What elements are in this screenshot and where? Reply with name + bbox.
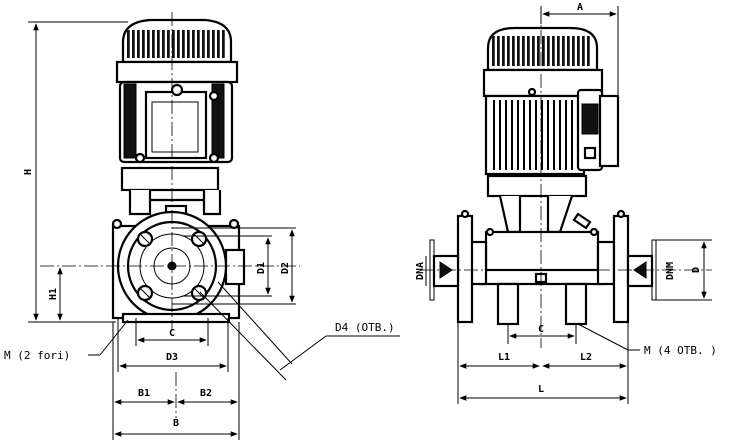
- label-M-front: M (2 fori): [4, 349, 70, 362]
- cowl-fin: [497, 36, 500, 66]
- dim-H1: H1: [48, 267, 63, 321]
- cowl-fin: [222, 30, 225, 58]
- label-B: B: [173, 418, 179, 429]
- label-B1: B1: [138, 388, 150, 399]
- cowl-fin: [552, 36, 555, 66]
- dim-L: L1 L2 L: [457, 322, 629, 404]
- cowl-fin: [172, 30, 175, 58]
- leader-M-front: M (2 fori): [4, 319, 129, 362]
- cowl-fin: [202, 30, 205, 58]
- cowl-fin: [127, 30, 130, 58]
- cowl-fin: [167, 30, 170, 58]
- label-L1: L1: [498, 352, 510, 363]
- cowl-fin: [217, 30, 220, 58]
- cowl-fin: [177, 30, 180, 58]
- label-D1: D1: [256, 262, 267, 274]
- cowl-fin: [522, 36, 525, 66]
- label-H: H: [23, 169, 34, 175]
- side-lantern: [486, 174, 592, 234]
- label-C-side: C: [538, 324, 544, 335]
- front-lantern: [120, 166, 222, 216]
- label-D: D: [691, 267, 702, 273]
- cowl-fin: [192, 30, 195, 58]
- label-L: L: [538, 384, 544, 395]
- cowl-fin: [212, 30, 215, 58]
- cowl-fin: [537, 36, 540, 66]
- cowl-fin: [507, 36, 510, 66]
- cowl-fin: [542, 36, 545, 66]
- label-DNM: DNM: [665, 262, 676, 280]
- front-motor-fan-cowl: [121, 18, 233, 64]
- label-L2: L2: [580, 352, 592, 363]
- cowl-fin: [197, 30, 200, 58]
- label-D2: D2: [280, 262, 291, 274]
- cowl-fin: [492, 36, 495, 66]
- cowl-fin: [137, 30, 140, 58]
- cowl-fin: [532, 36, 535, 66]
- label-C-front: C: [169, 328, 175, 339]
- cowl-fin: [582, 36, 585, 66]
- cowl-fin: [162, 30, 165, 58]
- dim-DNA: DNA: [415, 256, 427, 286]
- cowl-fin: [152, 30, 155, 58]
- cowl-fin: [557, 36, 560, 66]
- cowl-fin: [502, 36, 505, 66]
- cowl-fin: [142, 30, 145, 58]
- cowl-fin: [527, 36, 530, 66]
- cowl-fin: [577, 36, 580, 66]
- cowl-fin: [587, 36, 590, 66]
- cowl-fin: [157, 30, 160, 58]
- dim-A: A: [540, 2, 619, 96]
- label-A: A: [577, 2, 583, 13]
- label-H1: H1: [48, 288, 59, 300]
- leader-M-side: M (4 OTB. ): [577, 323, 717, 357]
- side-pump-casing: [429, 209, 657, 326]
- front-motor-body: [115, 60, 239, 164]
- dim-C-front: C: [135, 318, 209, 346]
- side-view: A DNA DNM D C L1 L2: [415, 2, 717, 404]
- dim-D1-D2: D1 D2: [172, 227, 296, 305]
- cowl-fin: [187, 30, 190, 58]
- front-view: H H1 D1 D2 C D3: [4, 12, 400, 440]
- cowl-fin: [517, 36, 520, 66]
- leader-D4: D4 (OTB.): [199, 281, 400, 381]
- cowl-fin: [147, 30, 150, 58]
- label-M-side: M (4 OTB. ): [644, 344, 717, 357]
- side-motor-fan-cowl: [486, 26, 599, 72]
- cowl-fin: [572, 36, 575, 66]
- label-DNA: DNA: [415, 262, 426, 280]
- label-D4: D4 (OTB.): [335, 321, 395, 334]
- cowl-fin: [182, 30, 185, 58]
- cowl-fin: [512, 36, 515, 66]
- cowl-fin: [547, 36, 550, 66]
- label-B2: B2: [200, 388, 212, 399]
- side-motor-body: [482, 68, 620, 176]
- dim-C-side: C: [507, 324, 577, 344]
- cowl-fin: [132, 30, 135, 58]
- cowl-fin: [207, 30, 210, 58]
- dim-B: B1 B2 B: [112, 322, 240, 440]
- dim-DNM-D: DNM D: [656, 239, 712, 301]
- cowl-fin: [567, 36, 570, 66]
- label-D3: D3: [166, 352, 178, 363]
- dim-H: H: [23, 21, 128, 323]
- dim-D3: D3: [117, 318, 229, 372]
- cowl-fin: [562, 36, 565, 66]
